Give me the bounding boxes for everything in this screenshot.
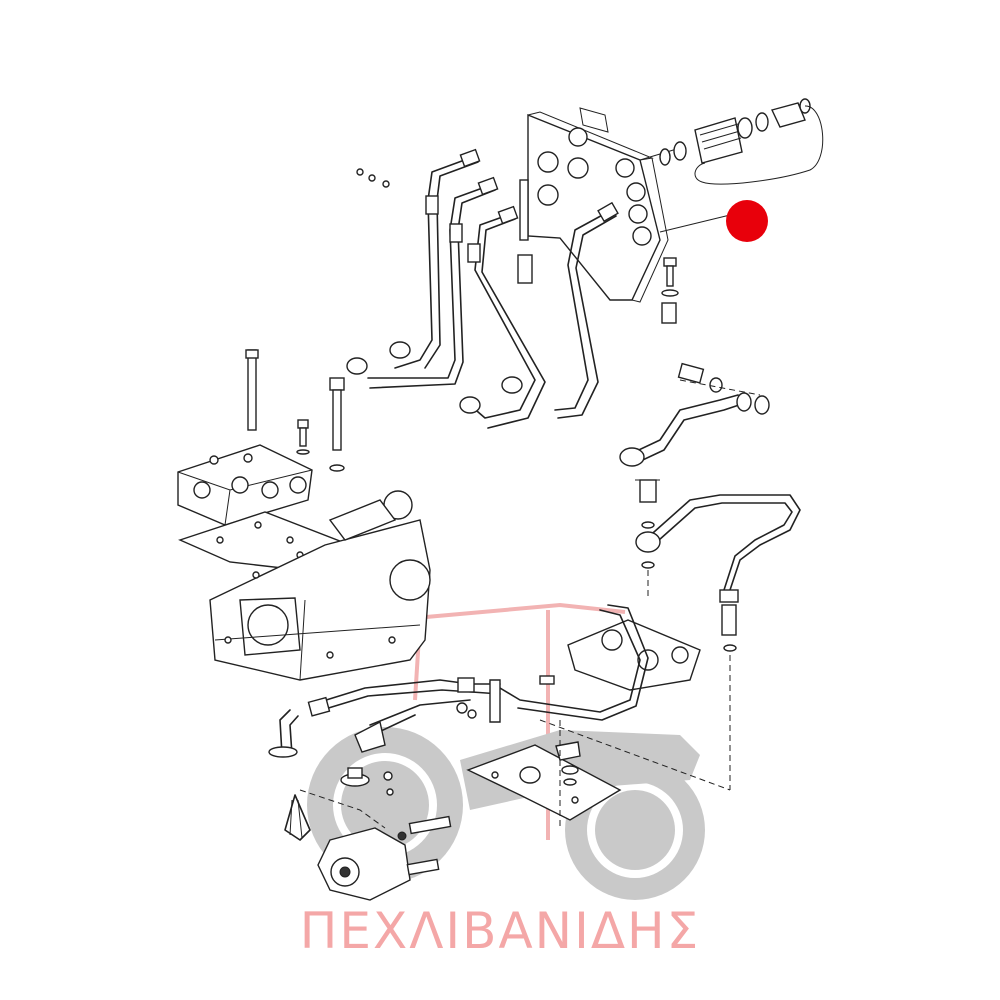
hydraulic-pump: [299, 767, 452, 901]
control-valve-block: [177, 444, 313, 526]
valve-support-bracket: [527, 107, 669, 303]
right-pipe-assembly: [619, 362, 801, 790]
cable-ties: [284, 794, 311, 841]
lower-hoses: [268, 675, 555, 758]
lower-bracket-plate: [466, 741, 622, 821]
bracket-fasteners: [517, 179, 731, 324]
rear-housing: [209, 490, 431, 681]
upper-hydraulic-pipes: [346, 148, 619, 429]
small-o-rings: [356, 168, 390, 188]
brand-watermark-text: ΠΕΧΛΙΒΑΝΙΔΗΣ: [299, 902, 701, 960]
assembly-guide-lines: [539, 719, 731, 830]
long-studs: [245, 349, 345, 472]
quick-coupler-assembly: [639, 98, 824, 185]
auxiliary-valve: [489, 604, 701, 721]
red-dot-marker[interactable]: [726, 200, 768, 242]
